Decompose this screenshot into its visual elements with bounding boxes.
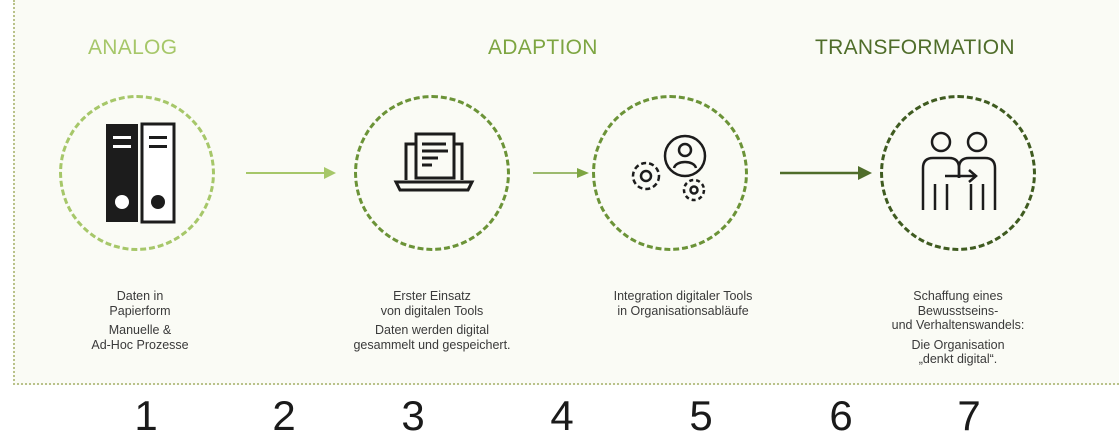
heading-adaption: ADAPTION bbox=[488, 36, 598, 59]
people-handshake-icon bbox=[921, 131, 997, 210]
stage-circle-transformation bbox=[880, 95, 1036, 251]
arrow-tools-to-integration bbox=[533, 168, 589, 178]
gears-user-icon bbox=[631, 134, 707, 202]
heading-transformation: TRANSFORMATION bbox=[815, 36, 1015, 59]
step-number-7: 7 bbox=[957, 392, 981, 439]
step-number-4: 4 bbox=[550, 392, 574, 439]
binder-folders-icon bbox=[106, 122, 176, 224]
caption-first-tools: Erster Einsatz von digitalen Tools Daten… bbox=[353, 289, 511, 352]
step-number-2: 2 bbox=[272, 392, 296, 439]
stage-circle-integration bbox=[592, 95, 748, 251]
caption-analog: Daten in Papierform Manuelle & Ad-Hoc Pr… bbox=[91, 289, 189, 352]
caption-integration: Integration digitaler Tools in Organisat… bbox=[613, 289, 753, 318]
step-number-6: 6 bbox=[829, 392, 853, 439]
arrow-integration-to-transformation bbox=[780, 166, 872, 180]
arrow-analog-to-tools bbox=[246, 167, 336, 179]
stage-circle-first-tools bbox=[354, 95, 510, 251]
step-number-5: 5 bbox=[689, 392, 713, 439]
laptop-document-icon bbox=[393, 132, 475, 192]
step-number-1: 1 bbox=[134, 392, 158, 439]
stage-circle-analog bbox=[59, 95, 215, 251]
step-number-3: 3 bbox=[401, 392, 425, 439]
heading-analog: ANALOG bbox=[88, 36, 178, 59]
caption-transformation: Schaffung eines Bewusstseins- und Verhal… bbox=[891, 289, 1025, 366]
